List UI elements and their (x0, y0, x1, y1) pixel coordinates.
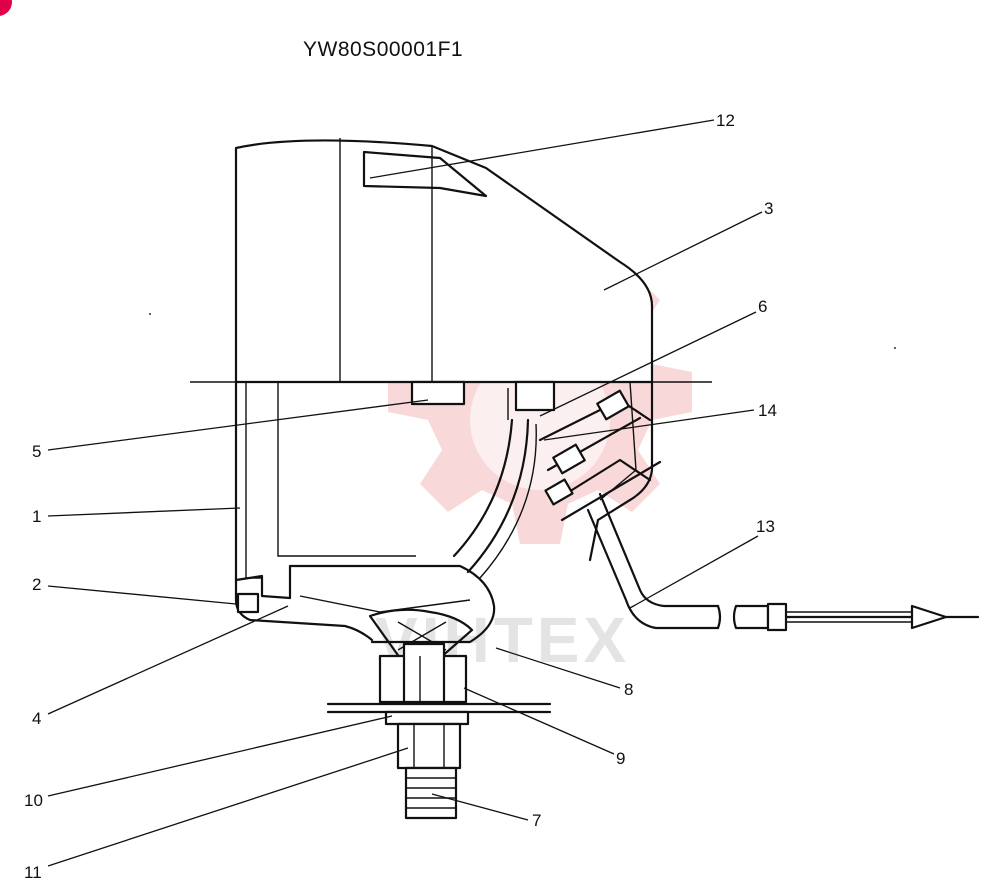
label-12: 12 (716, 111, 735, 130)
label-11: 11 (24, 863, 42, 882)
diagram-code: YW80S00001F1 (303, 38, 463, 61)
mounting-hardware (326, 642, 552, 820)
lead-pipe (538, 389, 980, 632)
leader-lines (47, 119, 763, 867)
label-1: 1 (32, 507, 41, 526)
label-7: 7 (532, 811, 541, 830)
corner-mark (0, 0, 12, 16)
label-10: 10 (24, 791, 43, 810)
label-13: 13 (756, 517, 775, 536)
label-8: 8 (624, 680, 633, 699)
top-fittings (410, 380, 556, 420)
label-4: 4 (32, 709, 41, 728)
label-2: 2 (32, 575, 41, 594)
label-3: 3 (764, 199, 773, 218)
label-9: 9 (616, 749, 625, 768)
label-14: 14 (758, 401, 777, 420)
label-6: 6 (758, 297, 767, 316)
part-labels: 1 2 3 4 5 6 7 8 9 10 11 12 13 14 (24, 111, 777, 882)
label-5: 5 (32, 442, 41, 461)
float-arm (452, 418, 537, 579)
sender-body (234, 138, 654, 384)
